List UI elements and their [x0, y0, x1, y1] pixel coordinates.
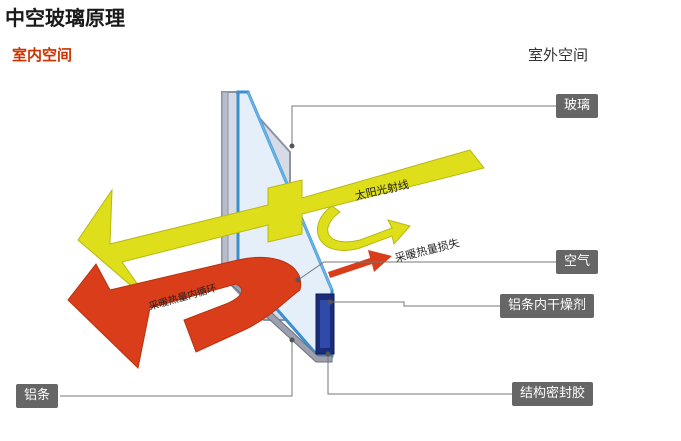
desiccant-leader-dot — [327, 299, 333, 305]
air-callout: 空气 — [556, 250, 599, 274]
air-leader-dot — [295, 277, 301, 283]
sealant-leader-dot — [325, 351, 331, 357]
aluminum-leader-line — [60, 340, 293, 397]
aluminum-leader-dot — [289, 337, 295, 343]
sealant-callout: 结构密封胶 — [512, 382, 594, 406]
heat-loss-arrow — [328, 250, 392, 278]
solar-reflection-arrow — [316, 205, 411, 251]
heat-loss-label: 采暖热量损失 — [393, 235, 460, 265]
desiccant-leader-line — [330, 301, 500, 307]
page-title: 中空玻璃原理 — [5, 6, 125, 30]
glass-leader-line — [291, 105, 556, 145]
solar-ray-arrow — [77, 149, 485, 303]
indoor-space-label: 室内空间 — [12, 46, 73, 64]
air-leader-line — [297, 261, 556, 281]
inner-glass-edge — [221, 91, 229, 276]
desiccant-callout: 铝条内干燥剂 — [500, 294, 595, 318]
heat-circulation-arrow — [67, 256, 302, 369]
desiccant-core — [320, 300, 330, 348]
glass-callout: 玻璃 — [556, 94, 599, 118]
sealant-leader-line — [327, 356, 512, 395]
outdoor-space-label: 室外空间 — [528, 46, 589, 64]
aluminum-strip-callout: 铝条 — [16, 384, 59, 408]
glass-leader-dot — [289, 143, 295, 149]
